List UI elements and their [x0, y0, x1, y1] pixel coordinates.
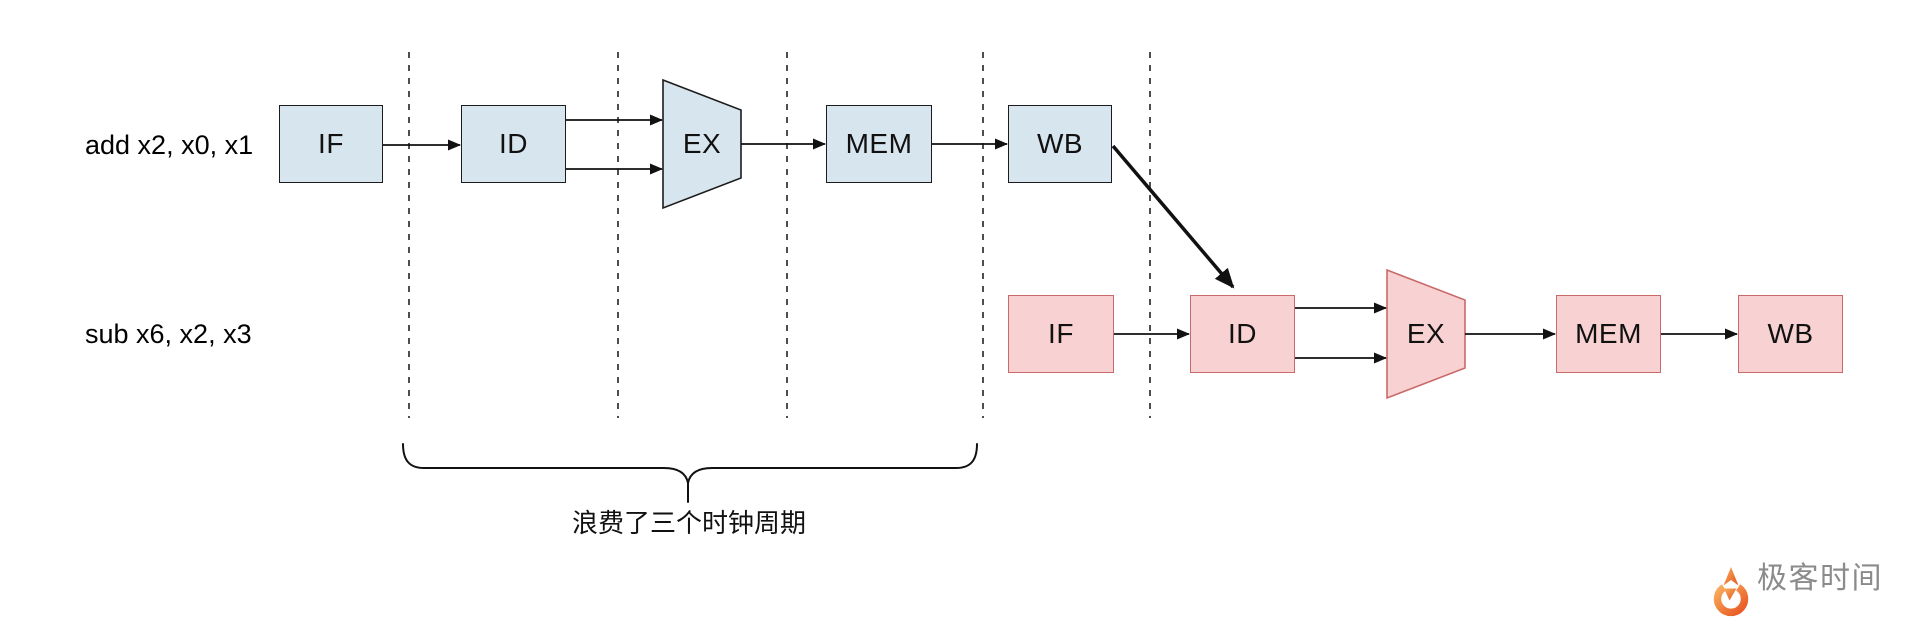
geektime-logo-text: 极客时间	[1757, 562, 1883, 595]
ex-trapezoid-sub	[1386, 268, 1466, 400]
geektime-logo-icon	[1713, 567, 1749, 617]
row1-flow-arrows	[383, 114, 1008, 175]
stage-sub-id: ID	[1190, 295, 1295, 373]
wasted-cycles-caption: 浪费了三个时钟周期	[571, 508, 806, 538]
row2-flow-arrows	[1114, 302, 1738, 364]
instruction-label-sub: sub x6, x2, x3	[85, 319, 252, 349]
stage-sub-wb: WB	[1738, 295, 1843, 373]
dependency-arrow-wb-to-id	[1111, 144, 1235, 289]
stage-add-if: IF	[279, 105, 383, 183]
clock-cycle-separators	[408, 52, 1151, 418]
ex-trapezoid-add	[662, 78, 742, 210]
brace-curve	[402, 443, 978, 484]
stage-add-ex: EX	[682, 128, 722, 159]
instruction-label-add: add x2, x0, x1	[85, 130, 254, 160]
stage-sub-if: IF	[1008, 295, 1114, 373]
wasted-cycles-brace	[402, 443, 978, 503]
logo-ring	[1713, 584, 1749, 617]
stage-add-mem: MEM	[826, 105, 932, 183]
stage-add-wb: WB	[1008, 105, 1112, 183]
stage-sub-mem: MEM	[1556, 295, 1661, 373]
stage-sub-ex: EX	[1406, 318, 1446, 349]
logo-arrow	[1723, 567, 1739, 586]
logo-pin-tail	[1724, 588, 1737, 601]
stage-add-id: ID	[461, 105, 566, 183]
